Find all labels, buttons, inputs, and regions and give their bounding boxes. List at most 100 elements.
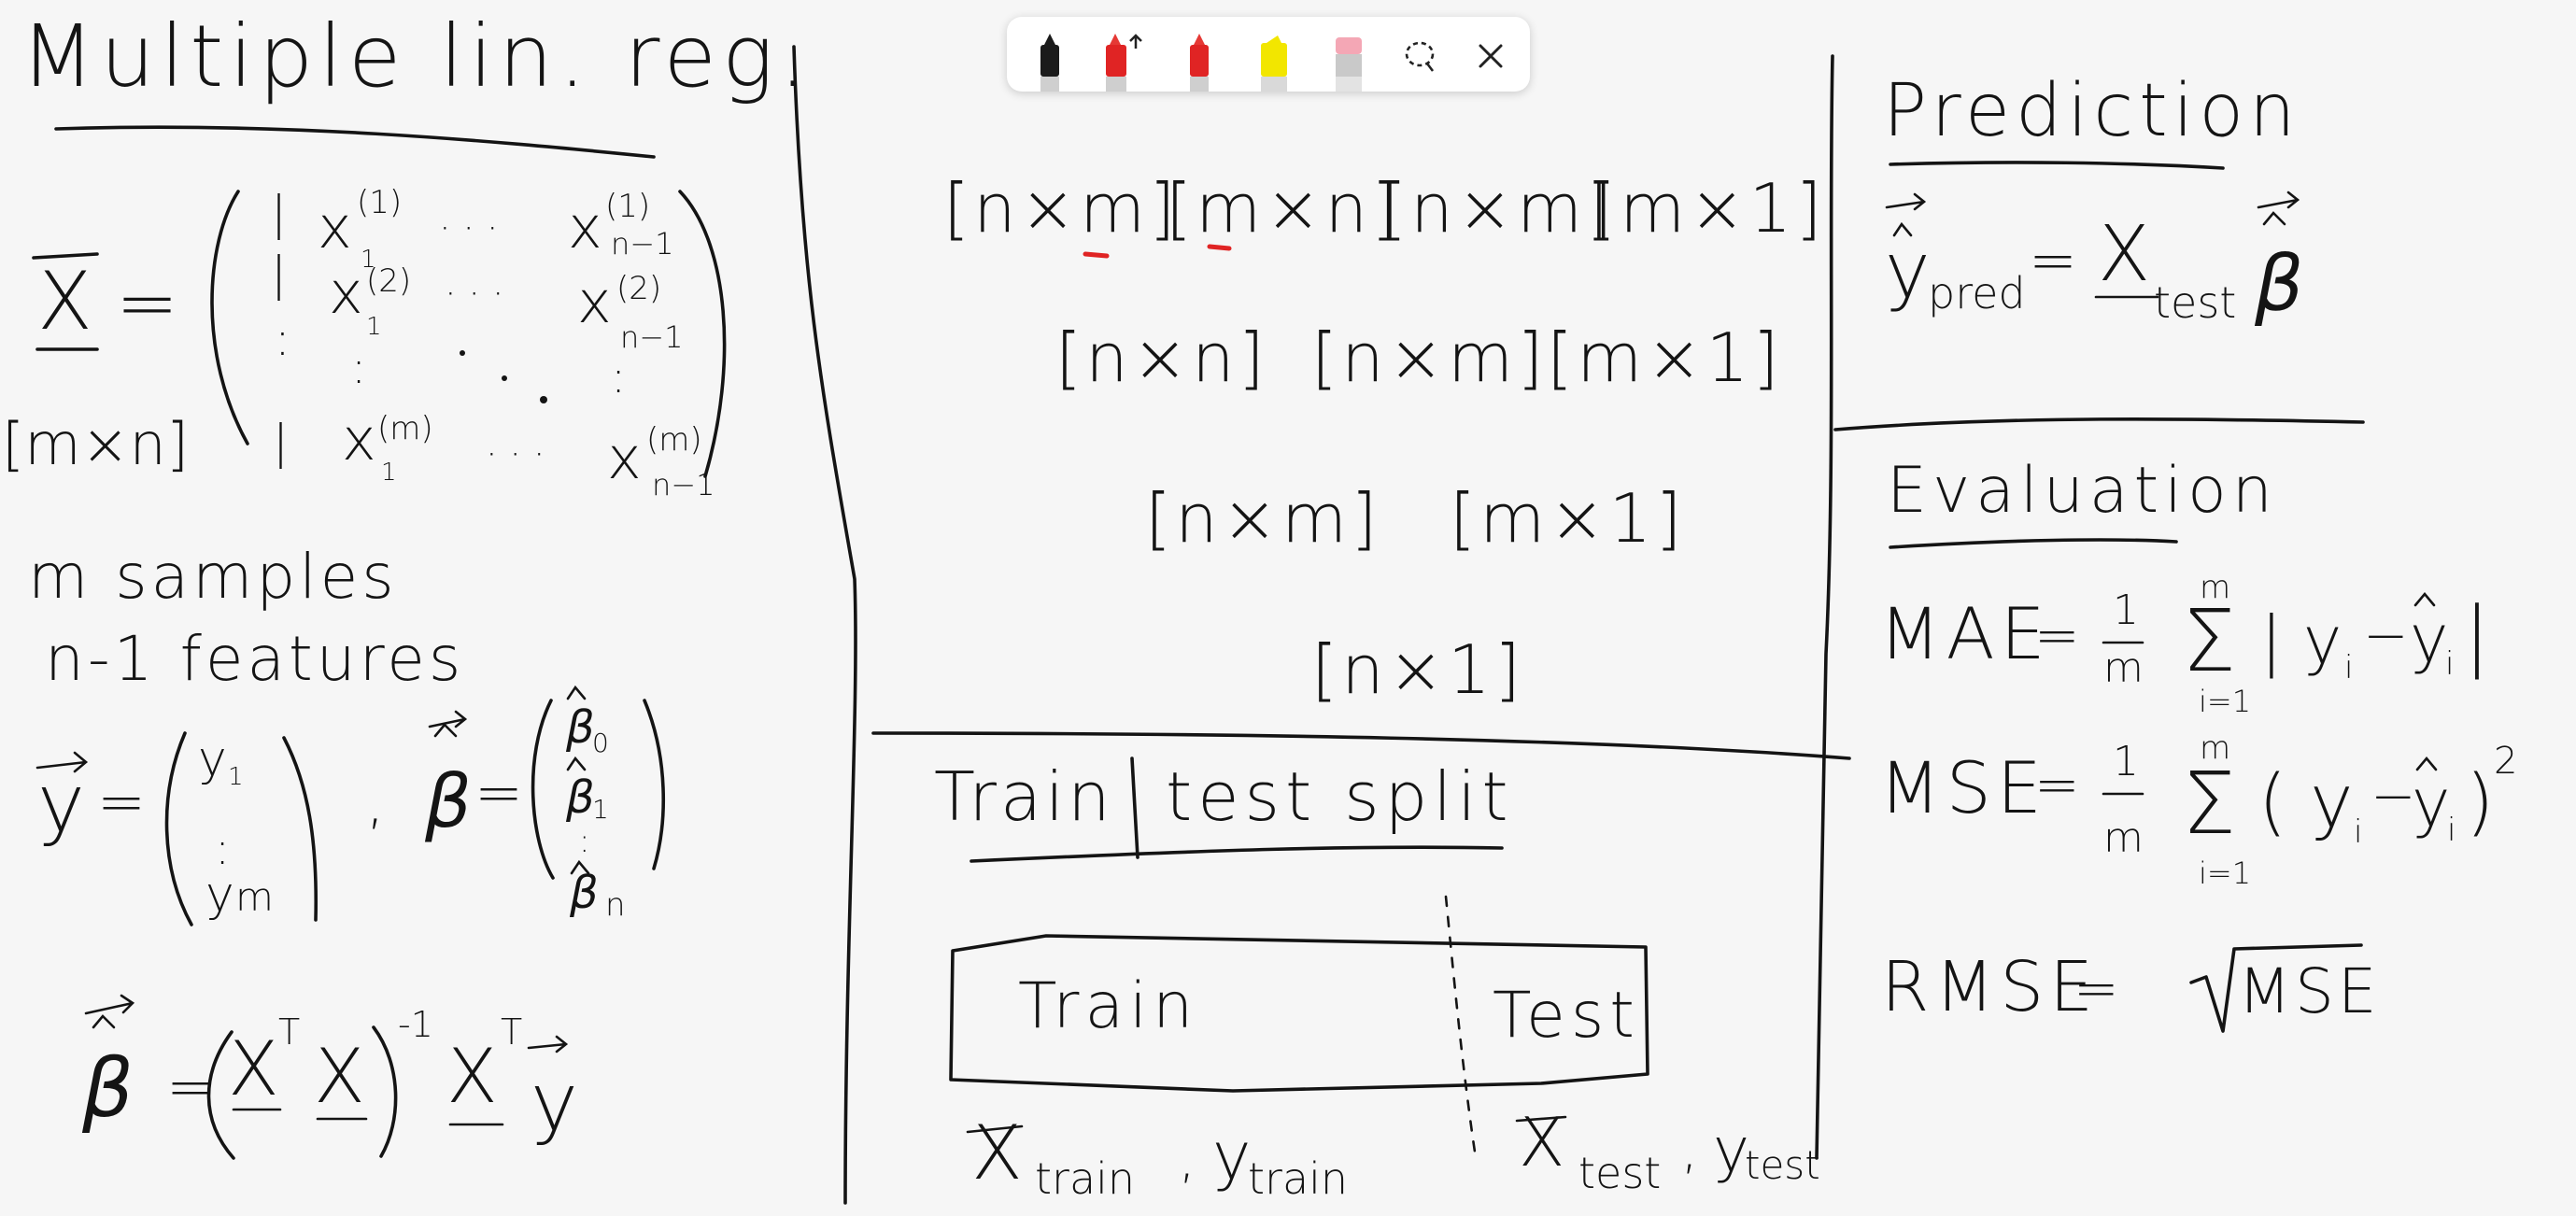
matrix-x2-1-sub: 1 <box>366 313 382 341</box>
highlighter-icon <box>1261 35 1287 92</box>
pred-x: X <box>2098 210 2150 299</box>
ols-t2: T <box>501 1011 522 1053</box>
matrix-xm-1: x <box>342 405 376 474</box>
mse-equals: = <box>2034 753 2080 816</box>
mse-label: MSE <box>1879 746 2047 829</box>
ols-right-paren <box>372 1025 398 1158</box>
mae-yhat-hat <box>2413 591 2436 607</box>
ols-inverse: -1 <box>398 1004 433 1045</box>
ols-xt2: X <box>446 1033 498 1120</box>
beta-vector-right-paren <box>643 699 666 870</box>
divider-middle-horizontal <box>871 731 1851 760</box>
black-pen-tool[interactable] <box>1020 17 1080 92</box>
x-test: X <box>1519 1103 1564 1181</box>
matrix-x1-n-sup: (1) <box>605 188 650 225</box>
matrix-diag-dot-1 <box>460 350 465 356</box>
prediction-title: Prediction <box>1883 69 2301 153</box>
dims-row4-1: [n×1] <box>1311 630 1524 709</box>
matrix-ones-3: : <box>275 312 290 366</box>
beta-0-hat <box>566 685 587 700</box>
matrix-xm-n-sup: (m) <box>646 421 702 459</box>
matrix-dots-col1: : <box>351 342 366 394</box>
split-box-train-label: Train <box>1018 969 1198 1043</box>
matrix-dots-row4: · · · <box>486 433 545 476</box>
matrix-xm-n: x <box>607 424 642 492</box>
ols-y-arrow <box>527 1035 569 1053</box>
rmse-label: RMSE <box>1881 947 2099 1027</box>
highlighter-tool[interactable] <box>1244 17 1304 92</box>
ols-xt: X <box>228 1025 279 1112</box>
mae-close: | <box>2464 591 2490 680</box>
mae-equals: = <box>2034 603 2080 667</box>
matrix-x2-n: x <box>577 268 612 336</box>
mae-label: MAE <box>1879 592 2051 675</box>
design-matrix-symbol: X <box>37 255 92 348</box>
beta-vector-symbol: β <box>424 760 472 844</box>
y-vector-right-paren <box>282 736 318 922</box>
matrix-ones-1: | <box>271 186 287 240</box>
ols-x: X <box>314 1033 365 1120</box>
pred-y-hat <box>1892 221 1913 237</box>
ink-toolbar <box>1007 17 1530 92</box>
matrix-dots-row2: · · · <box>445 273 504 316</box>
split-title-test-split: test split <box>1166 757 1514 836</box>
mse-body: ( y <box>2258 760 2353 844</box>
mae-yhat: y <box>2410 601 2448 677</box>
matrix-left-paren <box>210 190 249 445</box>
y-vector-y1: y <box>198 731 227 787</box>
split-title-train: Train <box>934 757 1114 836</box>
matrix-x1-1-sub: 1 <box>361 246 376 274</box>
y-test-sub: test <box>1745 1142 1820 1188</box>
pred-x-sub: test <box>2154 277 2236 328</box>
matrix-x1-1-sup: (1) <box>357 184 402 221</box>
divider-right-horizontal <box>1833 417 2365 431</box>
pen-icon <box>1040 34 1059 92</box>
matrix-x1-n-sub: n−1 <box>611 226 673 262</box>
lasso-select-button[interactable] <box>1394 30 1446 82</box>
pred-sub: pred <box>1928 268 2026 318</box>
red-underline-m2 <box>1207 244 1232 251</box>
red-pen-up-tool[interactable] <box>1095 17 1154 92</box>
matrix-x2-n-sub: n−1 <box>620 319 683 355</box>
close-toolbar-button[interactable] <box>1465 30 1517 82</box>
rmse-equals: = <box>2074 956 2119 1020</box>
split-dashed-line <box>1444 895 1478 1160</box>
split-title-underline <box>970 845 1504 863</box>
mse-yhat: y <box>2412 765 2450 841</box>
mse-m: m <box>2103 814 2144 862</box>
divider-right <box>1815 54 1834 1160</box>
pred-beta: β <box>2254 240 2303 329</box>
rmse-sqrt-sign <box>2189 943 2363 1033</box>
beta-n-sub: n <box>605 886 626 924</box>
dims-row1-4: [m×1] <box>1590 169 1825 247</box>
eraser-tool[interactable] <box>1319 17 1379 92</box>
matrix-x1-1: x <box>318 193 352 262</box>
matrix-x2-n-sup: (2) <box>616 270 661 307</box>
vector-comma: , <box>366 768 385 836</box>
matrix-dots-row1: · · · <box>439 207 499 250</box>
dims-row2-2: [n×m] <box>1311 318 1547 397</box>
x-test-bar <box>1515 1115 1567 1123</box>
ols-beta-hat <box>92 1014 116 1029</box>
mae-sum-bottom: i=1 <box>2199 684 2251 719</box>
mse-one: 1 <box>2113 738 2139 785</box>
red-underline-m1 <box>1083 251 1110 259</box>
beta-0-sub: 0 <box>592 728 609 758</box>
mse-body-sub: i <box>2354 813 2362 851</box>
y-train-sub: train <box>1248 1153 1348 1204</box>
red-pen-tool[interactable] <box>1169 17 1229 92</box>
y-vector-equals: = <box>97 768 146 836</box>
mae-body-sub: i <box>2344 649 2353 686</box>
x-bar-overline <box>32 252 99 260</box>
pred-beta-hat <box>2262 211 2286 226</box>
mse-close: ) <box>2466 760 2494 844</box>
matrix-dots-coln: : <box>611 351 626 403</box>
matrix-diag-dot-3 <box>540 396 547 403</box>
mae-sum-top: m <box>2200 569 2230 606</box>
mae-sigma: Σ <box>2182 591 2236 691</box>
lasso-icon <box>1405 41 1435 72</box>
matrix-x2-1-sup: (2) <box>366 262 411 300</box>
y-train: y <box>1212 1118 1251 1195</box>
prediction-underline <box>1889 161 2225 170</box>
